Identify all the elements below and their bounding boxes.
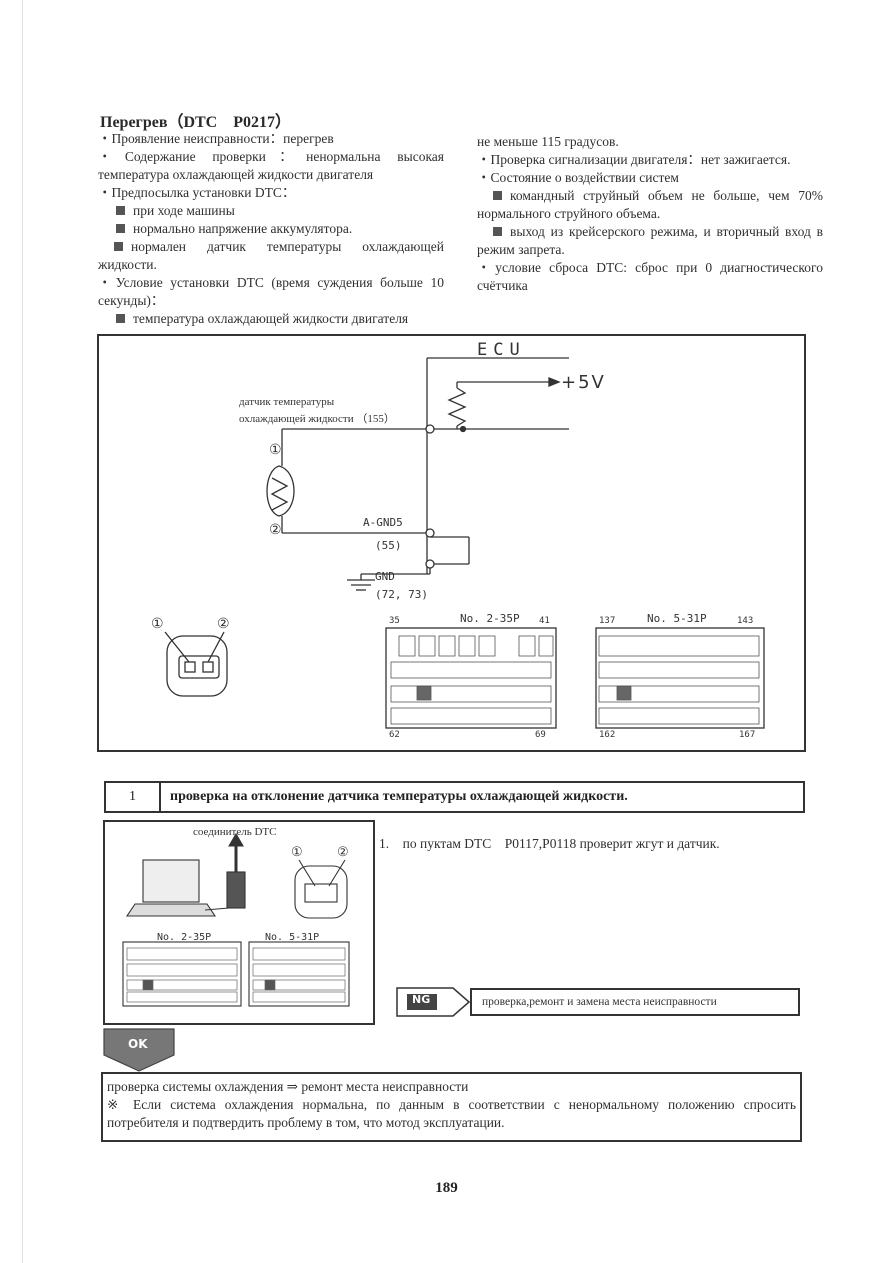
connector-a-pin-tl: 35 (389, 616, 400, 626)
inset-title: соединитель DTC (193, 826, 277, 838)
pin-pointer (164, 631, 190, 663)
dtc-adapter-icon (226, 871, 246, 909)
set-condition-continued: не меньше 115 градусов. (477, 134, 619, 149)
bullet-square-icon (493, 191, 502, 200)
step-header: 1 проверка на отклонение датчика темпера… (104, 781, 805, 813)
thermistor-zigzag (270, 477, 289, 511)
wiring-diagram-svg (164, 357, 765, 729)
resistor-icon (447, 387, 467, 427)
connector-pin (184, 661, 196, 673)
terminal-gnd (425, 559, 435, 569)
inset-connector-b-name: No. 5-31P (265, 932, 320, 943)
wiring-diagram: ECU +5V датчик температуры охлаждающей ж… (97, 334, 806, 752)
ng-label: NG (412, 993, 431, 1006)
connector-pin (202, 661, 214, 673)
thermistor-icon (266, 465, 295, 517)
system-effect-heading: ・Состояние о воздействии систем (477, 170, 679, 185)
final-action-box: проверка системы охлаждения ⇒ ремонт мес… (101, 1072, 802, 1142)
inset-connector-a-name: No. 2-35P (157, 932, 212, 943)
step-number: 1 (106, 783, 161, 811)
precondition-item: нормален датчик температуры охлаждающей … (98, 239, 444, 272)
sensor-connector-face (304, 883, 338, 903)
agnd-pin-label: (55) (375, 539, 402, 552)
bullet-square-icon (116, 224, 125, 233)
terminal-55 (425, 528, 435, 538)
ng-action-box: проверка,ремонт и замена места неисправн… (470, 988, 800, 1016)
arrow-up-icon (228, 832, 244, 847)
ok-label: OK (128, 1037, 148, 1051)
sensor-label-line2: охлаждающей жидкости （155） (239, 413, 395, 425)
cable-line (204, 907, 230, 911)
connector-b-pin-br: 167 (739, 730, 756, 740)
laptop-icon (142, 859, 200, 903)
sensor-pin1-label: ① (269, 443, 282, 458)
ng-arrow-svg (396, 987, 471, 1017)
connector-a-pin-br: 69 (535, 730, 546, 740)
terminal-155 (425, 424, 435, 434)
inset-pin2: ② (337, 844, 349, 859)
set-condition-text: ・Условие установки DTC (время суждения б… (98, 275, 444, 308)
connector-a-outline (385, 627, 557, 729)
plus5v-label: +5V (561, 372, 606, 393)
laptop-base (125, 903, 217, 917)
bullet-square-icon (116, 314, 125, 323)
page-title: Перегрев（DTC P0217） (100, 114, 292, 131)
connector-b-pin-tr: 143 (737, 616, 754, 626)
bullet-square-icon (114, 242, 123, 251)
gnd-label: GND (375, 570, 395, 583)
sensor-label-line1: датчик температуры (239, 396, 335, 408)
connector-a-name: No. 2-35P (460, 612, 520, 625)
right-column: не меньше 115 градусов. ・Проверка сигнал… (477, 133, 823, 295)
symptom-text: ・Проявление неисправности：перегрев (98, 131, 334, 146)
sensor-pin2-label: ② (269, 523, 282, 538)
system-effect-item: выход из крейсерского режима, и вторичны… (477, 224, 823, 257)
warning-lamp-text: ・Проверка сигнализации двигателя：нет заж… (477, 152, 791, 167)
connector-b-pin-bl: 162 (599, 730, 616, 740)
ng-badge (407, 994, 437, 1010)
precondition-item: при ходе машины (98, 202, 444, 220)
step-title: проверка на отклонение датчика температу… (170, 789, 628, 804)
inset-svg (122, 832, 350, 1007)
bullet-square-icon (116, 206, 125, 215)
inset-pin1: ① (291, 844, 303, 859)
pin-pointer (207, 631, 225, 663)
agnd-label: A-GND5 (363, 516, 403, 529)
check-content-text: ・Содержание проверки：ненормальна высокая… (98, 149, 444, 182)
ecu-label: ECU (477, 340, 526, 360)
precondition-item: нормально напряжение аккумулятора. (98, 220, 444, 238)
left-column: ・Проявление неисправности：перегрев ・Соде… (98, 130, 444, 328)
connector-a-pin-bl: 62 (389, 730, 400, 740)
connector-b-outline (595, 627, 765, 729)
arrow-icon (548, 377, 561, 387)
pin-pointer (298, 859, 316, 887)
pin-pointer (328, 859, 346, 887)
final-note: ※ Если система охлаждения нормальна, по … (107, 1097, 796, 1130)
ok-arrow-svg (103, 1028, 175, 1072)
legend-pin1: ① (151, 617, 164, 632)
connector-b-name: No. 5-31P (647, 612, 707, 625)
precondition-heading: ・Предпосылка установки DTC： (98, 185, 296, 200)
junction-dot (459, 425, 467, 433)
sensor-connector-icon (294, 865, 348, 919)
sensor-connector-icon (166, 635, 228, 697)
page-number: 189 (435, 1180, 458, 1196)
bullet-square-icon (493, 227, 502, 236)
page-edge (22, 0, 23, 1263)
final-action-line: проверка системы охлаждения ⇒ ремонт мес… (107, 1079, 469, 1094)
set-condition-item: температура охлаждающей жидкости двигате… (98, 310, 444, 328)
ok-arrow-icon (103, 1028, 175, 1072)
inset-connector-a (122, 941, 242, 1007)
inset-connector-b (248, 941, 350, 1007)
sensor-connector-face (178, 655, 220, 679)
reset-condition-text: ・условие сброса DTC: сброс при 0 диагнос… (477, 260, 823, 293)
legend-pin2: ② (217, 617, 230, 632)
step-instruction: 1. по пуктам DTC P0117,P0118 проверит жг… (379, 836, 720, 851)
connector-a-pin-tr: 41 (539, 616, 550, 626)
system-effect-item: командный струйный объем не больше, чем … (477, 188, 823, 221)
connector-b-pin-tl: 137 (599, 616, 616, 626)
gnd-pins-label: (72, 73) (375, 588, 428, 601)
dtc-connector-inset: соединитель DTC No. 2-35P No. 5-31P ① ② (103, 820, 375, 1025)
